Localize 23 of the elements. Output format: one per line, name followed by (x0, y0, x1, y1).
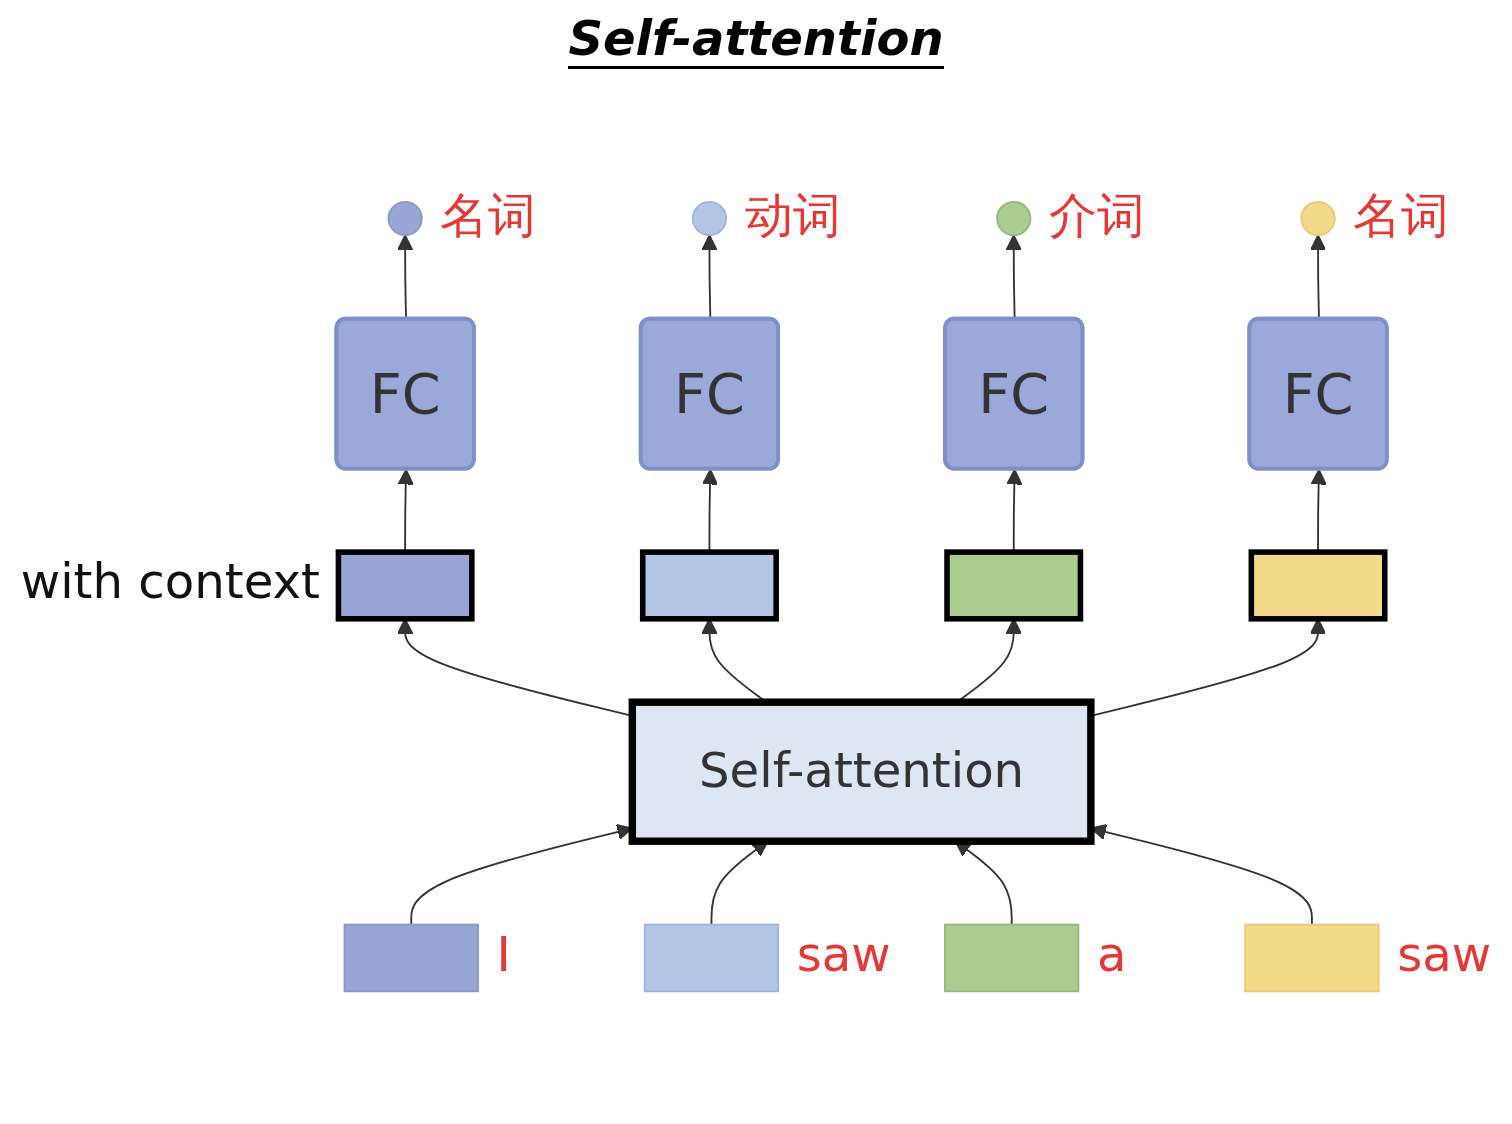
diagram-title: Self-attention (568, 10, 944, 69)
word-label: saw (1397, 925, 1492, 982)
word-label: 动词 (744, 186, 841, 243)
node-bar (643, 923, 780, 993)
node-circle (1300, 200, 1336, 237)
node-bar (343, 923, 479, 993)
node-bar (1248, 549, 1388, 622)
node-bar (944, 923, 1080, 993)
word-label: with context (20, 553, 320, 610)
word-label: saw (796, 925, 891, 982)
node-circle (691, 200, 728, 237)
node-bar (1244, 923, 1380, 993)
node-bar (335, 549, 475, 622)
word-label: I (496, 925, 511, 982)
node-bar (639, 549, 779, 622)
word-label: a (1096, 925, 1127, 982)
node-box: Self-attention (628, 698, 1095, 845)
node-bar (944, 549, 1084, 622)
word-label: 名词 (440, 186, 537, 243)
node-circle (387, 200, 423, 237)
word-label: 介词 (1048, 186, 1145, 243)
word-label: 名词 (1353, 186, 1450, 243)
node-circle (996, 200, 1032, 237)
